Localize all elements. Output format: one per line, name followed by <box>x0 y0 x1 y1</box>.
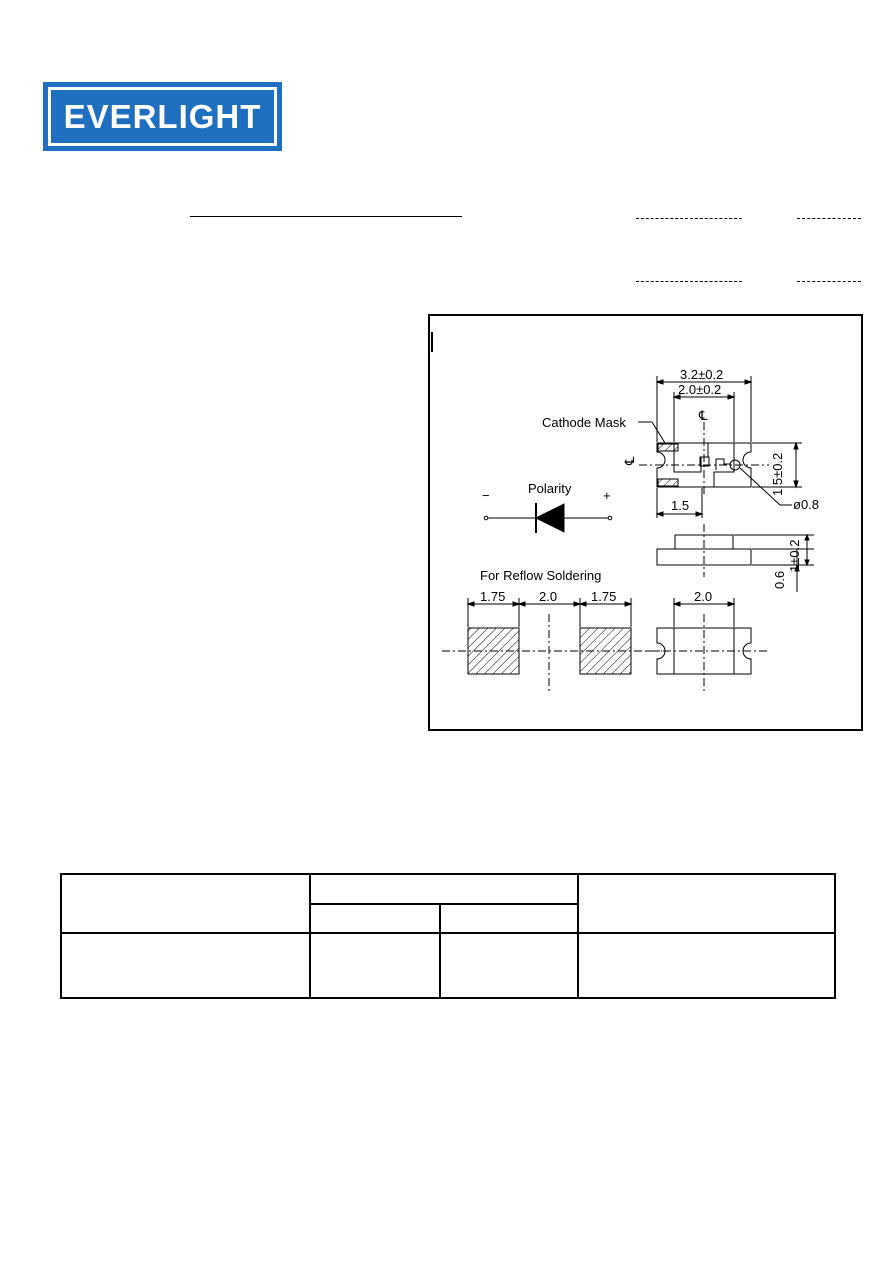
dim-base: 0.6 <box>772 571 787 589</box>
centerline-horizontal: ℄ <box>622 456 637 466</box>
table-sub-hline <box>311 903 577 905</box>
dim-length: 3.2±0.2 <box>680 367 723 382</box>
table-header-bottom <box>62 932 834 934</box>
table-col-line-2 <box>439 905 441 997</box>
centerline-vertical: ℄ <box>698 408 708 423</box>
everlight-logo: EVERLIGHT <box>43 82 282 151</box>
pad-right-span: 2.0 <box>694 589 712 604</box>
header-dash-3 <box>636 281 742 282</box>
reflow-label: For Reflow Soldering <box>480 568 601 583</box>
table-col-line-1 <box>309 875 311 997</box>
polarity-plus: + <box>603 488 611 503</box>
dim-hole: ø0.8 <box>793 497 819 512</box>
dim-height: 1.5±0.2 <box>770 453 785 496</box>
dim-pad-span: 2.0±0.2 <box>678 382 721 397</box>
logo-text: EVERLIGHT <box>63 97 262 135</box>
logo-frame: EVERLIGHT <box>48 87 277 146</box>
cathode-mask-label: Cathode Mask <box>542 415 626 430</box>
dim-anode: 1.5 <box>671 498 689 513</box>
dim-thickness: 1±0.2 <box>787 540 802 572</box>
header-dash-1 <box>636 218 742 219</box>
pad-gap: 2.0 <box>539 589 557 604</box>
package-dimension-drawing: 3.2±0.2 2.0±0.2 ℄ Cathode Mask ℄ 1.5±0.2… <box>428 314 863 731</box>
header-dash-4 <box>797 281 861 282</box>
polarity-minus: − <box>482 488 490 503</box>
spec-table <box>60 873 836 999</box>
header-dash-2 <box>797 218 861 219</box>
polarity-label: Polarity <box>528 481 572 496</box>
dimension-svg: 3.2±0.2 2.0±0.2 ℄ Cathode Mask ℄ 1.5±0.2… <box>431 332 819 692</box>
table-col-line-4 <box>577 875 579 997</box>
header-underline <box>190 216 462 217</box>
pad-width-2: 1.75 <box>591 589 616 604</box>
pad-width-1: 1.75 <box>480 589 505 604</box>
